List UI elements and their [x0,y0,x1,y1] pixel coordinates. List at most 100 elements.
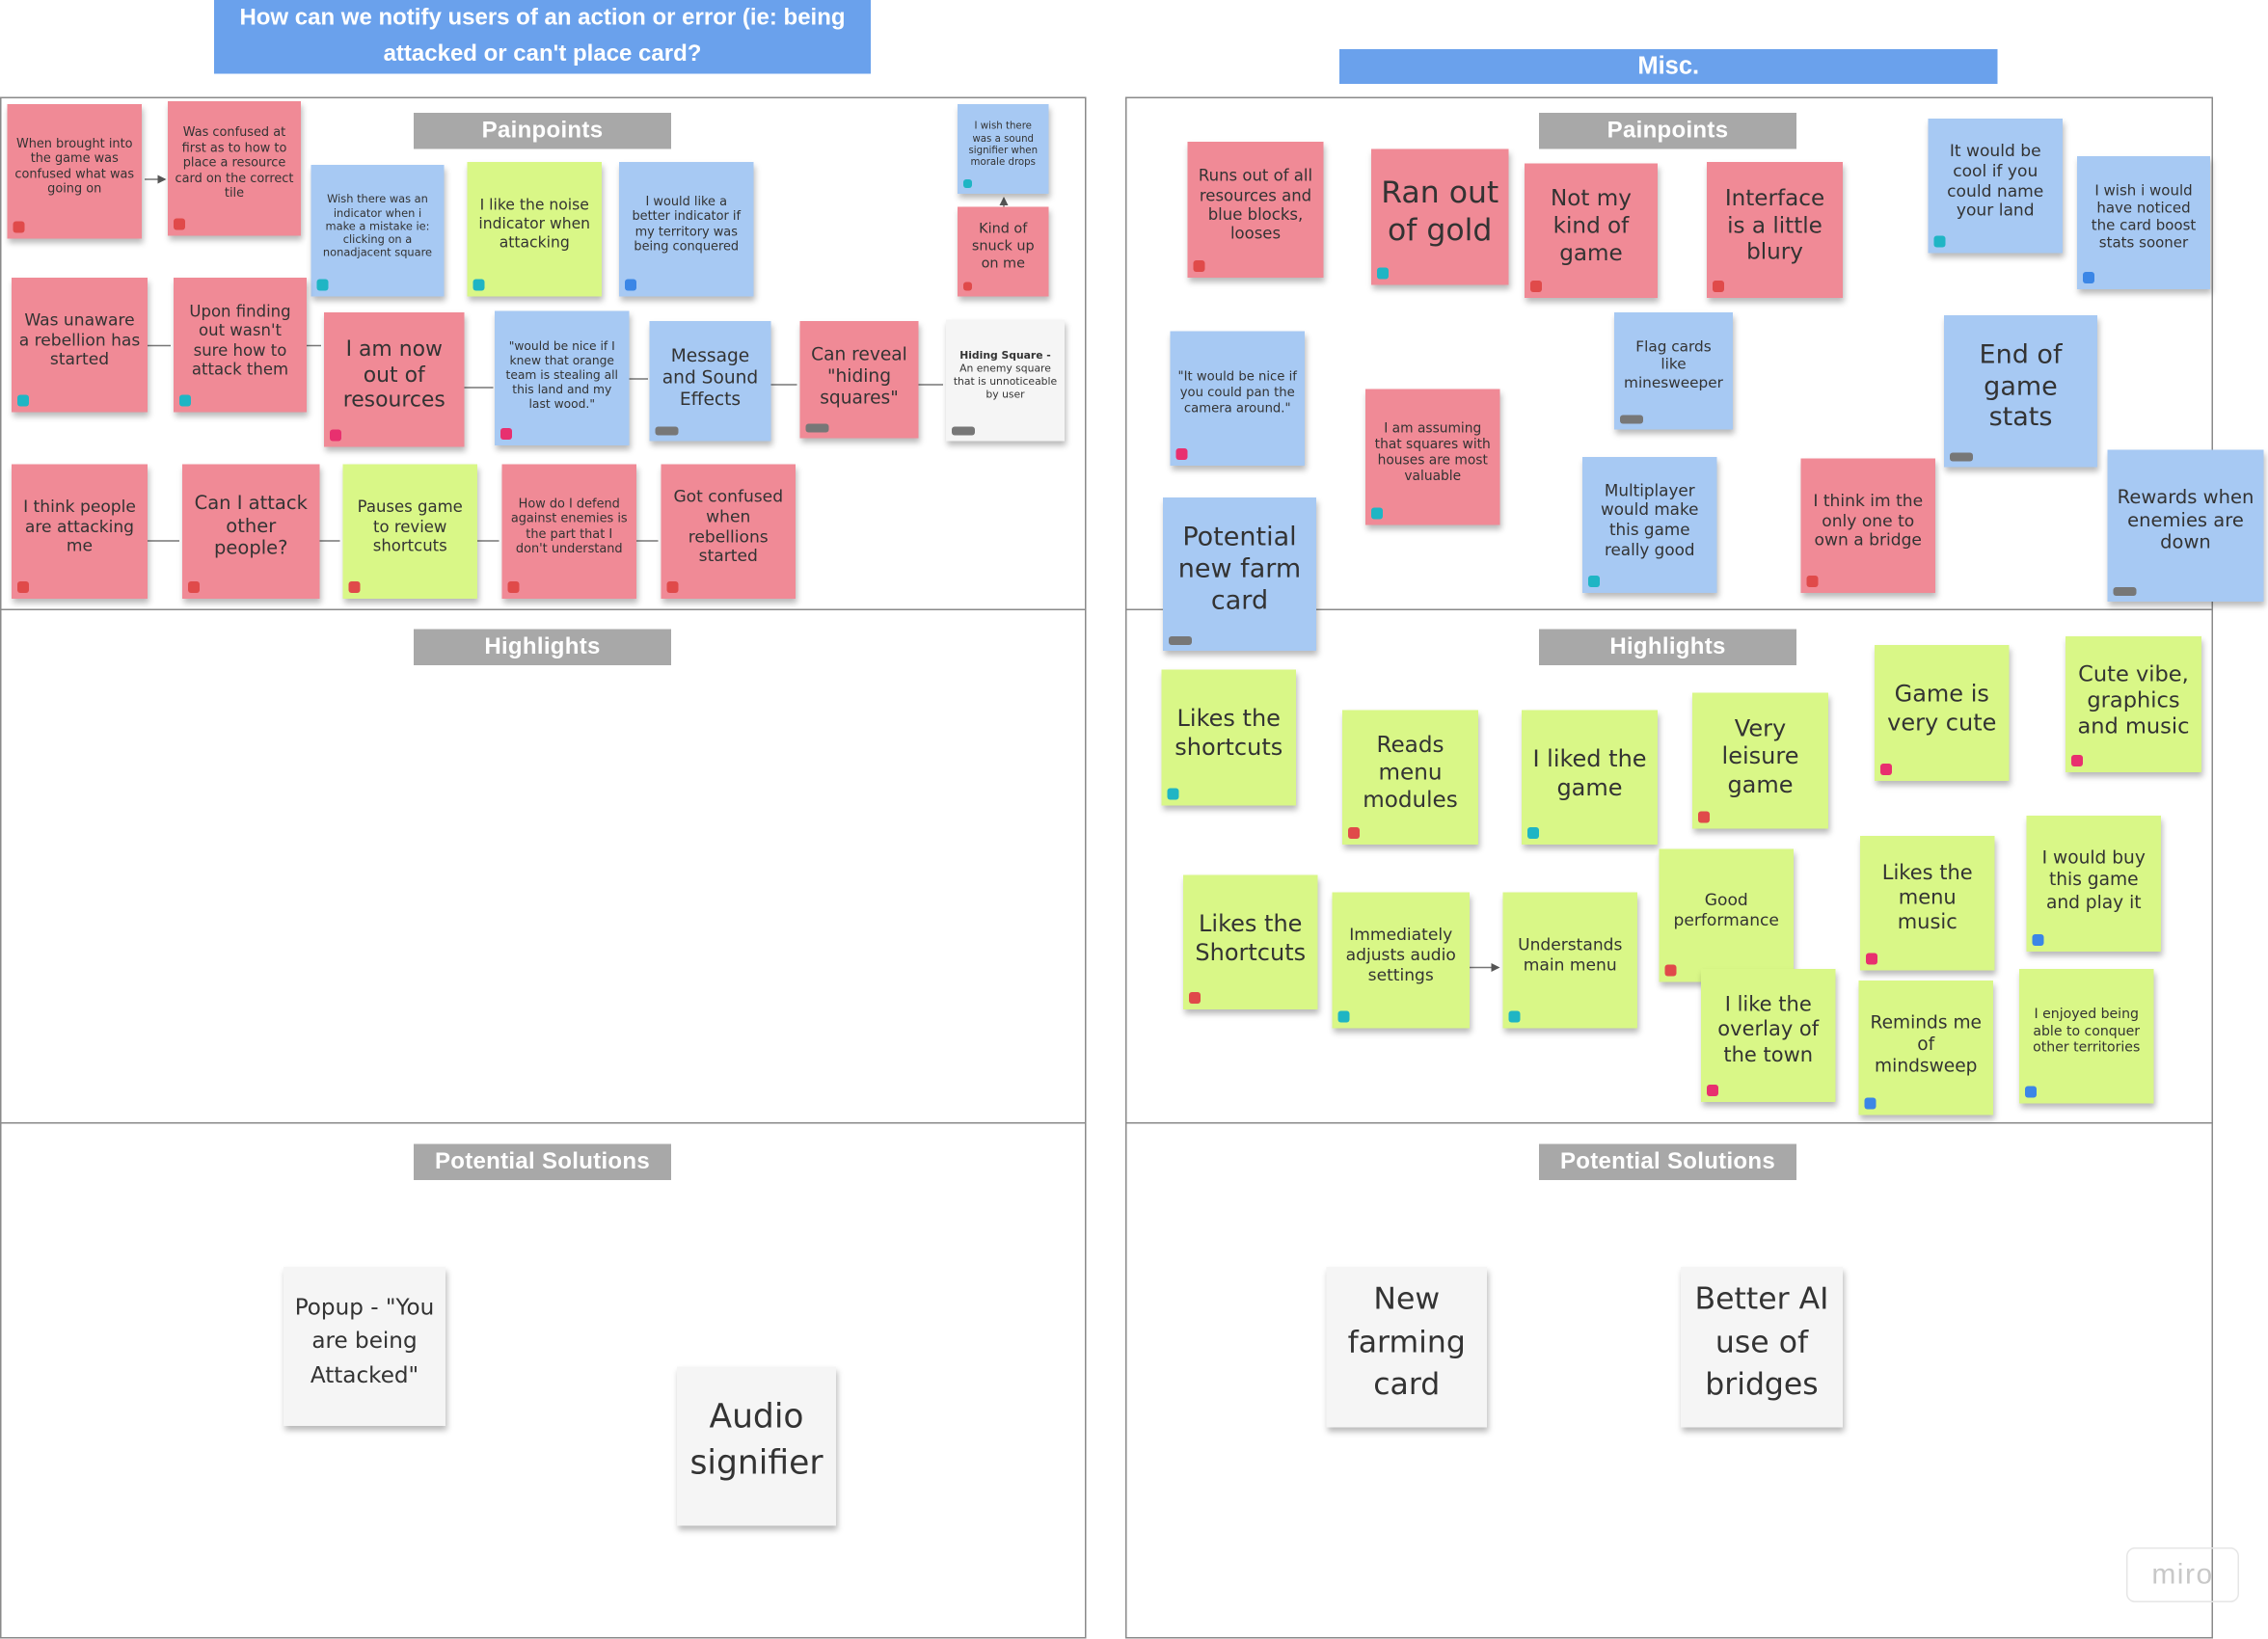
sticky-note-text: Likes the menu music [1881,861,1973,935]
sticky-note-r2[interactable]: Ran out of gold [1371,148,1509,285]
author-badge [952,426,975,436]
left-highlights-header: Highlights [414,629,671,665]
sticky-note-text: Can reveal "hiding squares" [811,342,907,409]
sticky-note-l15[interactable]: I think people are attacking me [12,464,148,599]
sticky-note-r13[interactable]: Rewards when enemies are down [2107,449,2264,602]
sticky-note-l12[interactable]: Message and Sound Effects [649,321,771,442]
sticky-note-r4[interactable]: Interface is a little blury [1707,162,1843,298]
author-badge [1950,452,1973,462]
sticky-note-text: Upon finding out wasn't sure how to atta… [189,302,291,379]
sticky-note-l1[interactable]: When brought into the game was confused … [7,104,142,239]
sticky-note-r8[interactable]: I am assuming that squares with houses a… [1365,389,1500,525]
sticky-note-text: I liked the game [1532,744,1647,801]
sticky-note-l19[interactable]: Got confused when rebellions started [661,464,796,599]
sticky-note-text: Good performance [1673,889,1779,930]
sticky-note-l18[interactable]: How do I defend against enemies is the p… [501,464,636,599]
sticky-note-text: Was unaware a rebellion has started [18,309,141,370]
sticky-note-l4[interactable]: I like the noise indicator when attackin… [467,162,602,297]
sticky-note-r9[interactable]: Flag cards like minesweeper [1614,312,1733,430]
sticky-note-l3[interactable]: Wish there was an indicator when i make … [310,165,445,297]
sticky-note-r12[interactable]: I think im the only one to own a bridge [1800,458,1935,593]
author-badge [805,423,829,433]
sticky-note-text: Can I attack other people? [194,493,308,561]
author-badge [330,429,341,442]
sticky-note-l2[interactable]: Was confused at first as to how to place… [168,101,301,236]
left-board-title: How can we notify users of an action or … [214,0,871,74]
sticky-note-text: Wish there was an indicator when i make … [322,193,433,260]
sticky-note-text: Very leisure game [1721,713,1799,798]
sticky-note-r7[interactable]: "It would be nice if you could pan the c… [1170,331,1305,466]
sticky-note-text: Audio signifier [689,1398,824,1483]
author-badge [1337,1010,1350,1023]
author-badge [1377,267,1389,280]
sticky-note-h2[interactable]: Reads menu modules [1342,710,1478,845]
sticky-note-text: It would be cool if you could name your … [1947,140,2044,221]
sticky-note-text: Runs out of all resources and blue block… [1198,166,1313,244]
sticky-note-text: I think people are attacking me [23,495,136,556]
sticky-note-h9[interactable]: Understands main menu [1502,892,1637,1029]
sticky-note-text: End of game stats [1979,338,2063,434]
right-divider-2 [1125,1122,2213,1124]
sticky-note-h1[interactable]: Likes the shortcuts [1161,669,1296,806]
sticky-note-r14[interactable]: Potential new farm card [1163,497,1316,651]
sticky-note-l8[interactable]: Was unaware a rebellion has started [12,278,148,413]
solution-note-ls1[interactable]: Popup - "You are being Attacked" [284,1267,446,1426]
author-badge [2113,587,2137,596]
solution-note-rs2[interactable]: Better AI use of bridges [1681,1267,1843,1428]
sticky-note-h7[interactable]: Likes the Shortcuts [1183,874,1318,1009]
sticky-note-h15[interactable]: I enjoyed being able to conquer other te… [2019,969,2154,1104]
author-badge [1371,507,1383,520]
solution-note-rs1[interactable]: New farming card [1326,1267,1487,1428]
sticky-note-text: I like the overlay of the town [1717,994,1820,1067]
sticky-note-text: Immediately adjusts audio settings [1345,924,1456,985]
sticky-note-r6[interactable]: I wish i would have noticed the card boo… [2077,156,2210,289]
solution-note-ls2[interactable]: Audio signifier [677,1366,836,1526]
sticky-note-h13[interactable]: I like the overlay of the town [1701,969,1836,1102]
sticky-note-text: Flag cards like minesweeper [1624,339,1723,392]
sticky-note-h11[interactable]: Likes the menu music [1860,836,1995,971]
sticky-note-r5[interactable]: It would be cool if you could name your … [1928,119,2063,254]
sticky-note-h8[interactable]: Immediately adjusts audio settings [1332,892,1470,1029]
sticky-note-text: Was confused at first as to how to place… [175,125,294,202]
sticky-note-l5[interactable]: I would like a better indicator if my te… [619,162,754,297]
sticky-note-text: Message and Sound Effects [662,343,759,410]
sticky-note-r10[interactable]: End of game stats [1944,315,2097,468]
author-badge [1864,1097,1876,1110]
sticky-note-l9[interactable]: Upon finding out wasn't sure how to atta… [174,278,307,413]
sticky-note-l10[interactable]: I am now out of resources [324,312,465,447]
sticky-note-l13[interactable]: Can reveal "hiding squares" [799,321,919,439]
sticky-note-l14[interactable]: Hiding Square - An enemy square that is … [946,319,1065,442]
author-badge [963,282,972,291]
sticky-note-text: "would be nice if I knew that orange tea… [505,337,618,411]
sticky-note-r1[interactable]: Runs out of all resources and blue block… [1187,142,1324,278]
sticky-note-l17[interactable]: Pauses game to review shortcuts [342,464,477,599]
sticky-note-text: Game is very cute [1887,680,1997,737]
sticky-note-h12[interactable]: I would buy this game and play it [2026,816,2161,952]
sticky-note-h6[interactable]: Cute vibe, graphics and music [2066,636,2201,772]
author-badge [1588,576,1600,587]
sticky-note-l6[interactable]: I wish there was a sound signifier when … [958,104,1049,194]
sticky-note-h4[interactable]: Very leisure game [1692,692,1828,829]
sticky-note-l7[interactable]: Kind of snuck up on me [958,206,1049,297]
sticky-note-h10[interactable]: Good performance [1659,848,1794,982]
sticky-note-l11[interactable]: "would be nice if I knew that orange tea… [495,310,630,445]
author-badge [1169,636,1192,645]
author-badge [174,218,185,230]
sticky-note-text: Ran out of gold [1381,175,1499,248]
sticky-note-text: Potential new farm card [1177,522,1302,616]
author-badge [963,179,972,188]
sticky-note-h3[interactable]: I liked the game [1522,710,1658,845]
author-badge [507,581,520,593]
sticky-note-r3[interactable]: Not my kind of game [1525,163,1658,298]
sticky-note-l16[interactable]: Can I attack other people? [182,464,320,599]
sticky-note-h5[interactable]: Game is very cute [1875,645,2010,781]
sticky-note-r11[interactable]: Multiplayer would make this game really … [1582,457,1717,593]
sticky-note-text: Popup - "You are being Attacked" [294,1294,435,1388]
sticky-note-text: I enjoyed being able to conquer other te… [2033,1007,2141,1057]
author-badge [1348,827,1360,839]
sticky-note-h14[interactable]: Reminds me of mindsweep [1858,981,1993,1115]
sticky-note-text: I think im the only one to own a bridge [1813,489,1924,551]
sticky-note-text: I am assuming that squares with houses a… [1374,419,1491,485]
author-badge [1707,1085,1718,1096]
